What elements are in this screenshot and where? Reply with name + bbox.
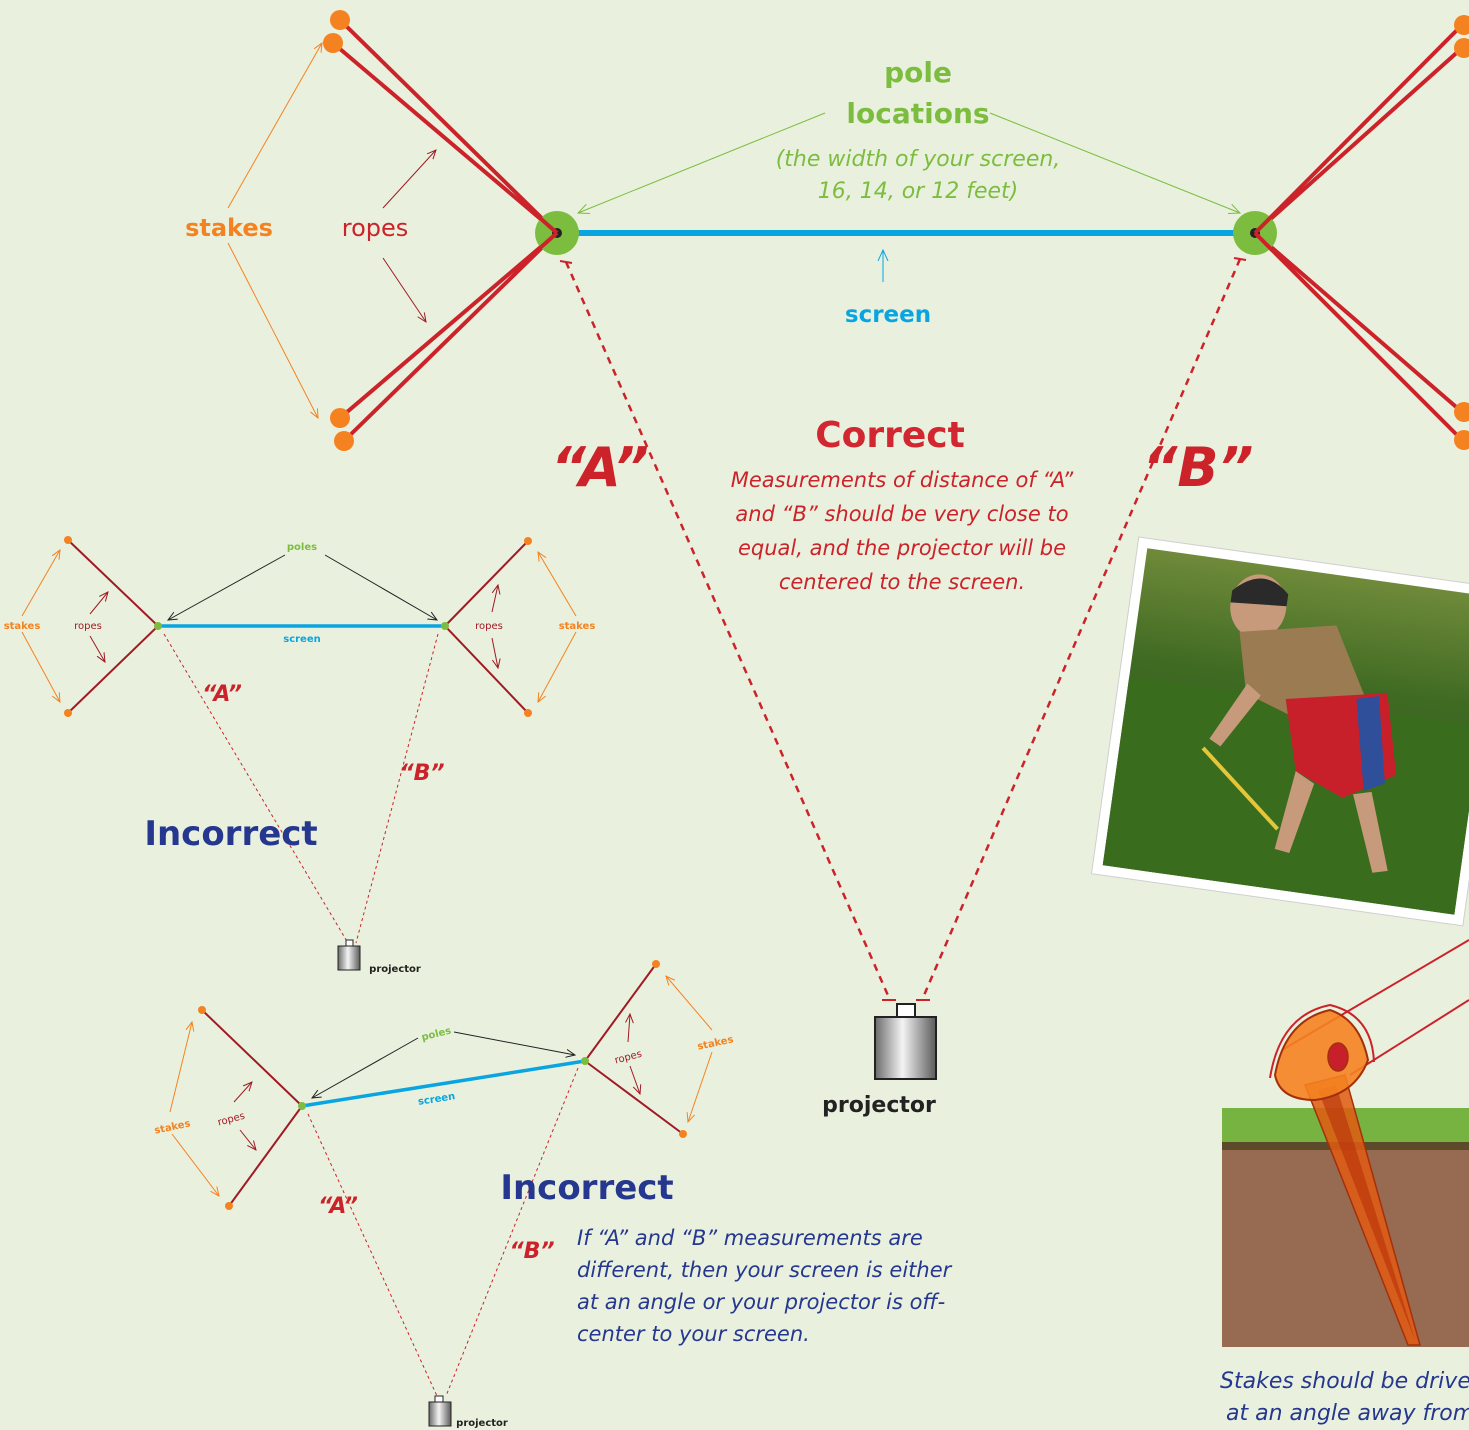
measurement-a-label: “A”: [318, 1194, 358, 1219]
stake-marker: [1454, 15, 1469, 35]
pole-arrows: [578, 112, 1240, 213]
stake-marker: [330, 10, 350, 30]
stake-marker: [334, 431, 354, 451]
stake-marker: [330, 408, 350, 428]
incorrect-text-line: at an angle or your projector is off-: [577, 1290, 945, 1314]
stakes-label: stakes: [4, 621, 41, 632]
ropes-label: ropes: [342, 214, 409, 242]
stake-marker: [679, 1130, 687, 1138]
incorrect-diagram-2: poles stakes ropes ropes stakes screen “…: [153, 960, 953, 1429]
ropes-label: ropes: [475, 621, 503, 632]
measurement-a-label: “A”: [551, 436, 649, 499]
incorrect-text-line: center to your screen.: [577, 1322, 810, 1346]
projector-label: projector: [369, 964, 421, 975]
main-diagram: pole locations (the width of your screen…: [185, 10, 1469, 1118]
ropes-label: ropes: [217, 1111, 247, 1129]
stake-marker: [64, 709, 72, 717]
screen-label: screen: [417, 1091, 456, 1108]
pole-marker: [581, 1057, 589, 1065]
poles-label: poles: [420, 1026, 452, 1044]
stakes-label: stakes: [185, 214, 273, 242]
pole-marker: [154, 622, 162, 630]
right-stakes: [1454, 15, 1469, 450]
pole-marker: [298, 1102, 306, 1110]
screen-line: [301, 1059, 586, 1108]
projector-label: projector: [822, 1093, 936, 1118]
stake-illustration: Stakes should be drive at an angle away …: [1220, 939, 1469, 1426]
correct-text-line: equal, and the projector will be: [738, 536, 1066, 560]
ropes-arrows: [382, 150, 436, 322]
stake-marker: [323, 33, 343, 53]
projector-icon: [337, 939, 361, 971]
measurement-a-label: “A”: [202, 682, 242, 707]
stake-caption-line: Stakes should be drive: [1220, 1369, 1469, 1394]
correct-text-line: Measurements of distance of “A”: [731, 468, 1075, 492]
correct-text-line: and “B” should be very close to: [735, 502, 1068, 526]
screen-label: screen: [283, 634, 321, 645]
stake-marker: [64, 536, 72, 544]
incorrect-text-line: different, then your screen is either: [577, 1258, 953, 1282]
incorrect-text-line: If “A” and “B” measurements are: [577, 1226, 923, 1250]
measurement-b-label: “B”: [1143, 436, 1254, 499]
projector-icon: [874, 1003, 937, 1080]
measurement-b-label: “B”: [399, 761, 444, 786]
left-stakes: [323, 10, 354, 451]
right-ropes: [1253, 23, 1464, 442]
incorrect-title: Incorrect: [144, 814, 317, 854]
pole-marker: [441, 622, 449, 630]
pole-locations-note-1: (the width of your screen,: [776, 147, 1061, 172]
incorrect-title: Incorrect: [500, 1168, 673, 1208]
stake-marker: [1454, 38, 1469, 58]
stake-marker: [198, 1006, 206, 1014]
left-ropes: [331, 18, 559, 443]
ropes-label: ropes: [614, 1049, 644, 1067]
stake-marker: [652, 960, 660, 968]
poles-label: poles: [287, 542, 317, 553]
stakes-arrows: [227, 43, 322, 418]
screen-label: screen: [845, 302, 931, 328]
incorrect-diagram-1: poles stakes ropes ropes stakes screen “…: [4, 536, 596, 975]
projector-icon: [428, 1395, 452, 1427]
correct-title: Correct: [815, 415, 965, 456]
pole-locations-title-2: locations: [846, 97, 989, 130]
stake-marker: [1454, 402, 1469, 422]
pole-locations-title-1: pole: [884, 56, 952, 89]
correct-text-line: centered to the screen.: [779, 570, 1025, 594]
stakes-label: stakes: [696, 1034, 734, 1052]
stake-marker: [524, 709, 532, 717]
pole-locations-note-2: 16, 14, or 12 feet): [818, 179, 1018, 204]
ropes-label: ropes: [74, 621, 102, 632]
stake-marker: [225, 1202, 233, 1210]
measurement-b-label: “B”: [509, 1239, 554, 1264]
measurement-lines: [564, 258, 1242, 1001]
stakes-label: stakes: [559, 621, 596, 632]
projector-label: projector: [456, 1418, 508, 1429]
stake-marker: [1454, 430, 1469, 450]
stake-caption-line: at an angle away from: [1226, 1401, 1469, 1426]
photo-measuring-person: [1090, 536, 1469, 927]
stake-marker: [524, 537, 532, 545]
